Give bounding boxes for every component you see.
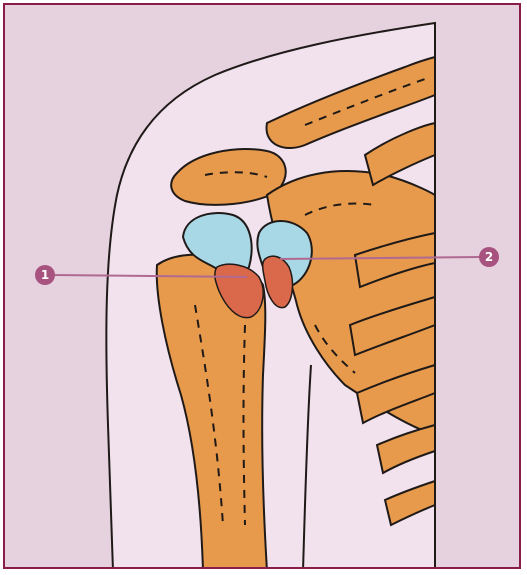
callout-1-label: 1 [41,268,49,282]
callout-1-marker: 1 [35,265,55,285]
shoulder-joint-illustration: 1 2 [5,5,521,569]
diagram-frame: 1 2 [3,3,521,569]
callout-2-marker: 2 [479,247,499,267]
callout-2-label: 2 [485,250,493,264]
